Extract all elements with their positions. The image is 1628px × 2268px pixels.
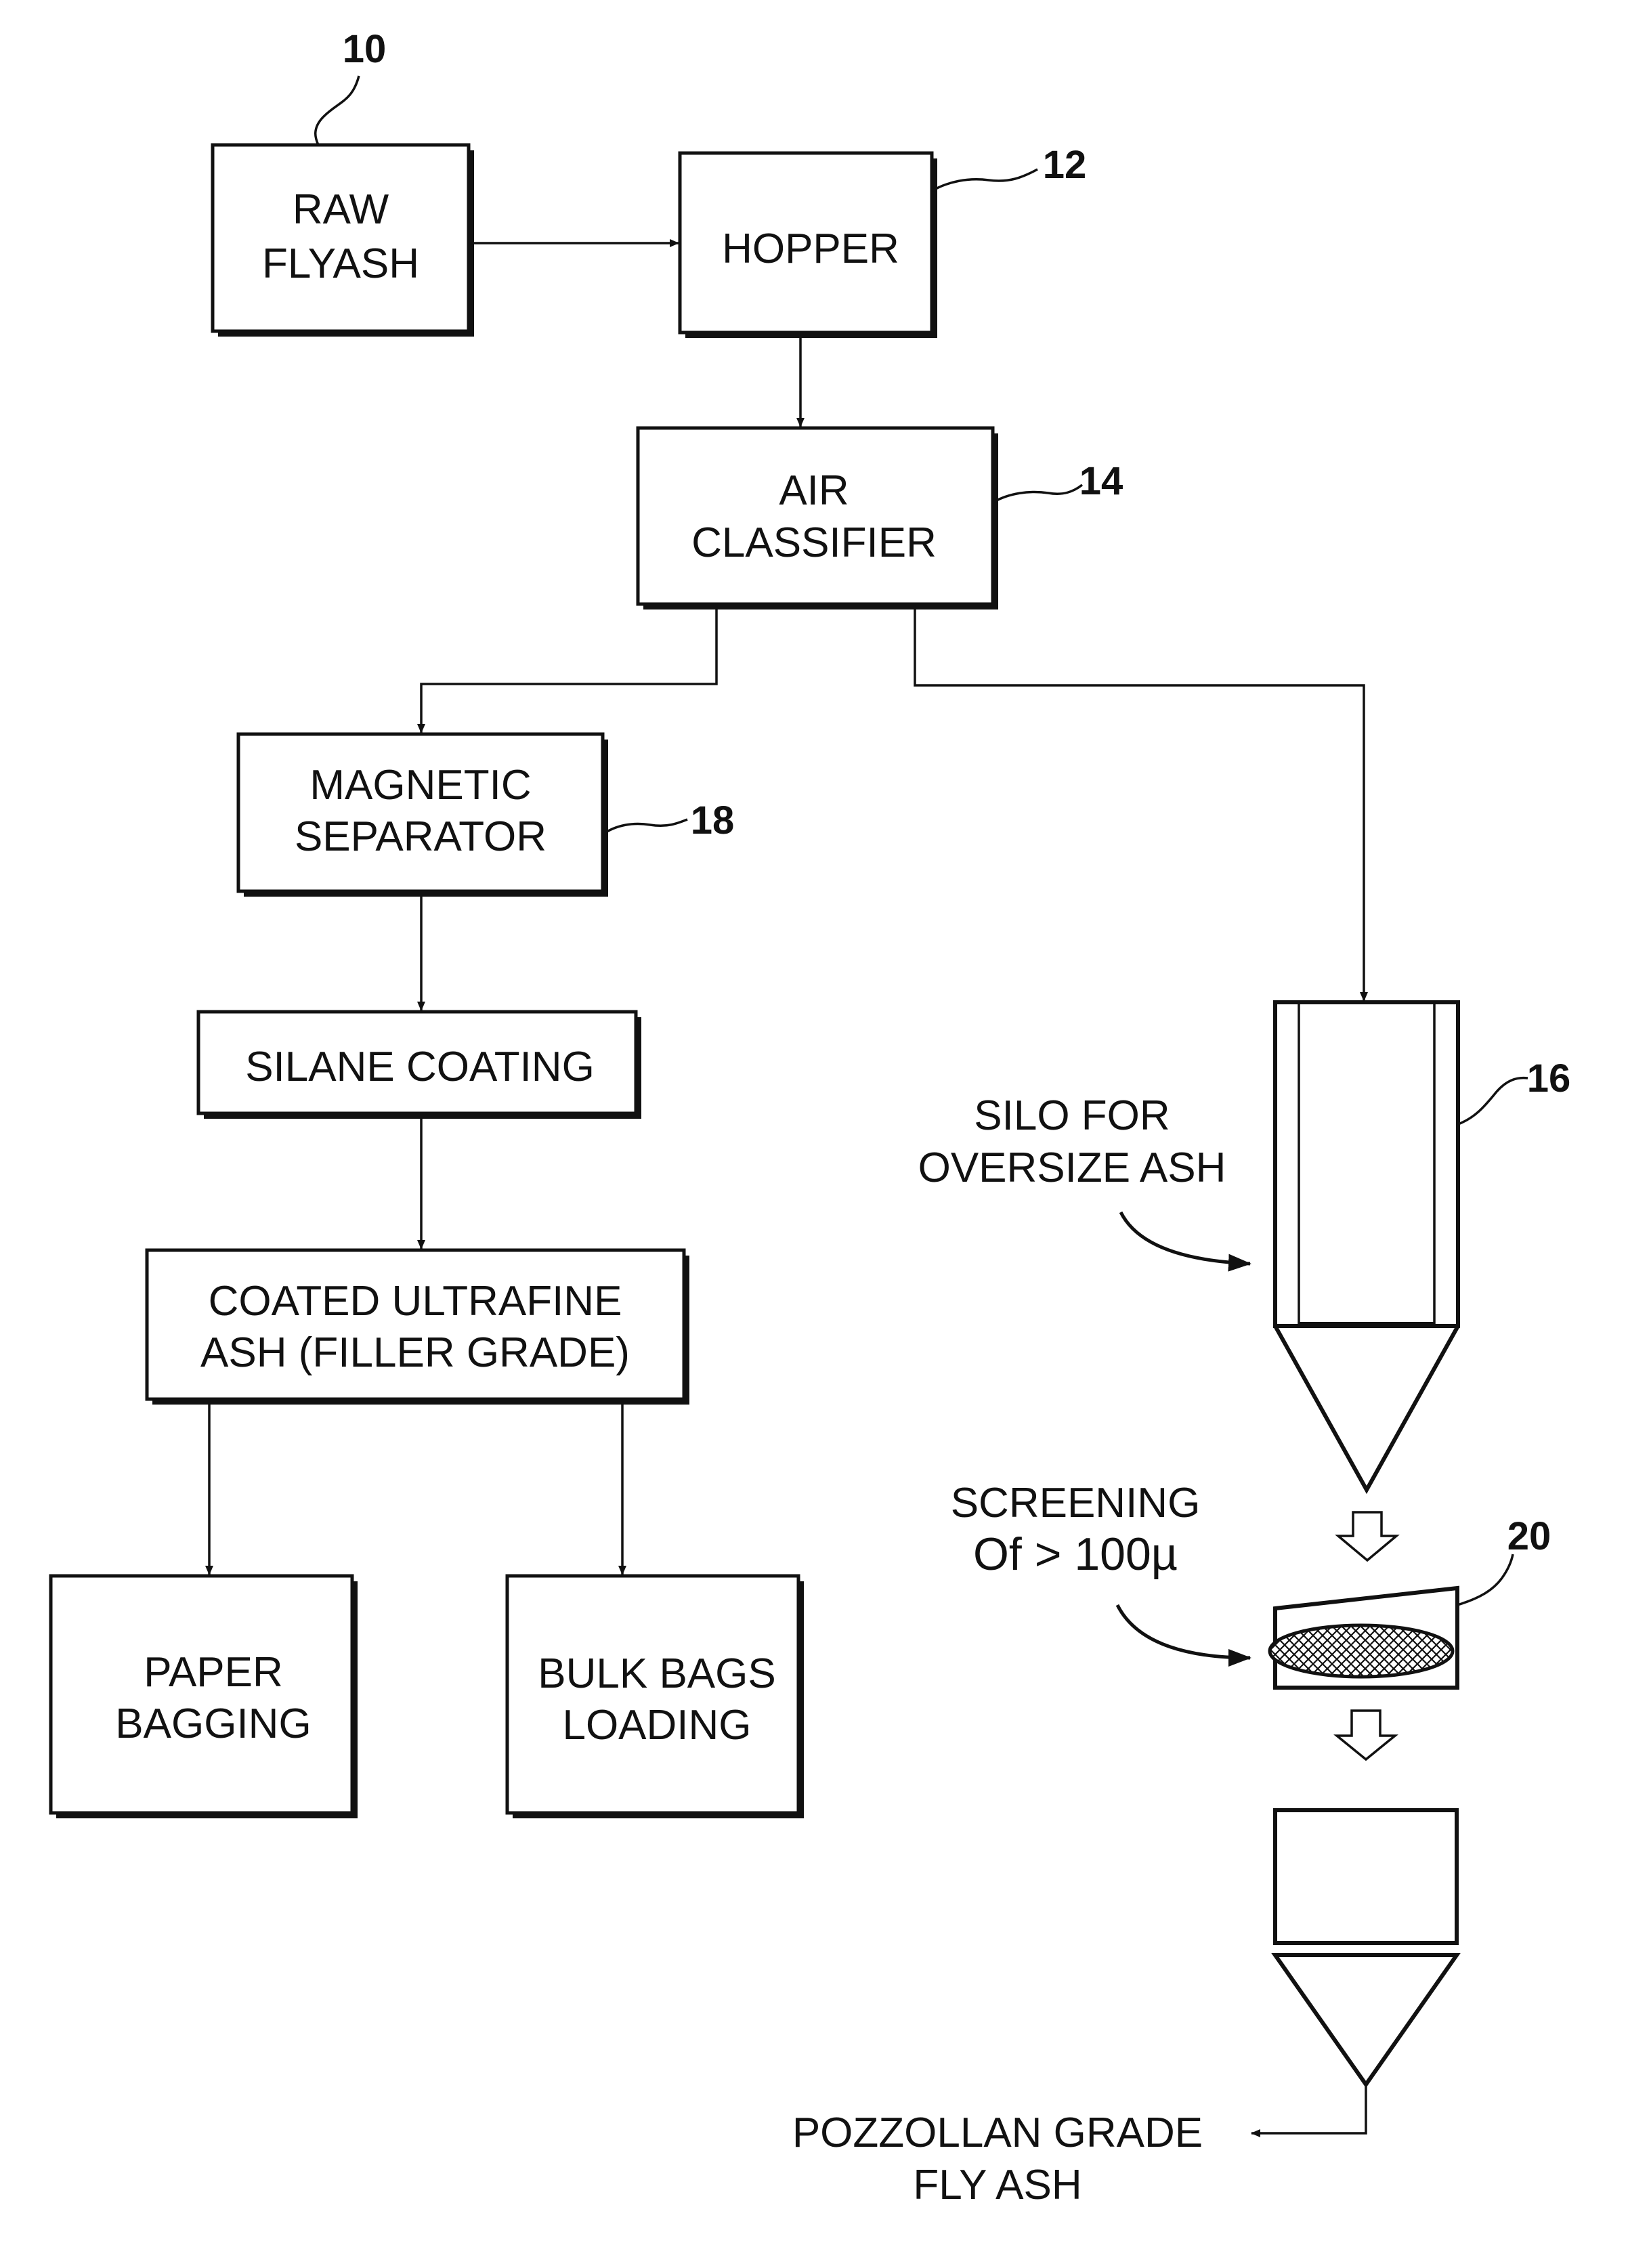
arrow-classifier-to-silo — [915, 609, 1364, 1001]
raw-flyash-box: RAW FLYASH — [213, 145, 474, 337]
hopper-box: HOPPER — [680, 153, 937, 338]
ref-numeral-10: 10 — [343, 27, 387, 71]
air-classifier-box: AIR CLASSIFIER — [638, 428, 998, 609]
bulk-bags-label-line2: LOADING — [562, 1702, 751, 1749]
arrow-to-pozzolan-output — [1251, 2084, 1366, 2133]
silane-coating-label: SILANE COATING — [245, 1044, 595, 1090]
coated-ultrafine-box: COATED ULTRAFINE ASH (FILLER GRADE) — [147, 1250, 689, 1405]
ref-numeral-20: 20 — [1507, 1514, 1551, 1558]
ref-20: 20 — [1457, 1514, 1551, 1605]
raw-flyash-label-line1: RAW — [293, 186, 389, 233]
arrow-classifier-to-separator — [421, 609, 716, 733]
ref-16: 16 — [1458, 1056, 1570, 1124]
output-annotation-line1: POZZOLLAN GRADE — [792, 2110, 1203, 2156]
magnetic-separator-label-line2: SEPARATOR — [295, 813, 547, 860]
bulk-bags-label-line1: BULK BAGS — [538, 1650, 775, 1697]
pozzolan-hopper — [1275, 1810, 1457, 2084]
magnetic-separator-box: MAGNETIC SEPARATOR — [238, 734, 608, 897]
silo-annotation-line2: OVERSIZE ASH — [918, 1144, 1226, 1191]
bulk-bags-box: BULK BAGS LOADING — [507, 1576, 804, 1818]
ref-numeral-16: 16 — [1527, 1056, 1571, 1100]
silo-annotation-line1: SILO FOR — [974, 1092, 1170, 1139]
ref-18: 18 — [603, 798, 734, 842]
paper-bagging-label-line2: BAGGING — [115, 1700, 311, 1747]
screening-annotation: SCREENING Of > 100µ — [951, 1480, 1250, 1658]
hopper-label: HOPPER — [722, 226, 899, 272]
silane-coating-box: SILANE COATING — [198, 1012, 641, 1119]
coated-ultrafine-label-line2: ASH (FILLER GRADE) — [200, 1329, 630, 1376]
silo-annotation: SILO FOR OVERSIZE ASH — [918, 1092, 1250, 1264]
ref-numeral-18: 18 — [691, 798, 735, 842]
screening-annotation-line1: SCREENING — [951, 1480, 1201, 1526]
output-annotation: POZZOLLAN GRADE FLY ASH — [792, 2110, 1203, 2208]
output-annotation-line2: FLY ASH — [913, 2162, 1081, 2208]
air-classifier-label-line1: AIR — [779, 467, 849, 514]
paper-bagging-label-line1: PAPER — [144, 1649, 283, 1696]
hollow-arrow-screen-to-hopper — [1337, 1711, 1395, 1759]
silo-vessel — [1275, 1002, 1458, 1490]
ref-numeral-14: 14 — [1079, 459, 1123, 503]
coated-ultrafine-label-line1: COATED ULTRAFINE — [209, 1278, 622, 1325]
screening-annotation-line2: Of > 100µ — [973, 1528, 1178, 1580]
raw-flyash-label-line2: FLYASH — [262, 240, 419, 287]
air-classifier-label-line2: CLASSIFIER — [691, 519, 937, 566]
paper-bagging-box: PAPER BAGGING — [51, 1576, 358, 1818]
magnetic-separator-label-line1: MAGNETIC — [309, 762, 531, 809]
hollow-arrow-silo-to-screen — [1338, 1512, 1396, 1560]
ref-10: 10 — [316, 27, 387, 145]
ref-14: 14 — [993, 459, 1123, 503]
screen-device — [1260, 1588, 1463, 1688]
ref-12: 12 — [932, 143, 1086, 191]
ref-numeral-12: 12 — [1043, 143, 1087, 187]
